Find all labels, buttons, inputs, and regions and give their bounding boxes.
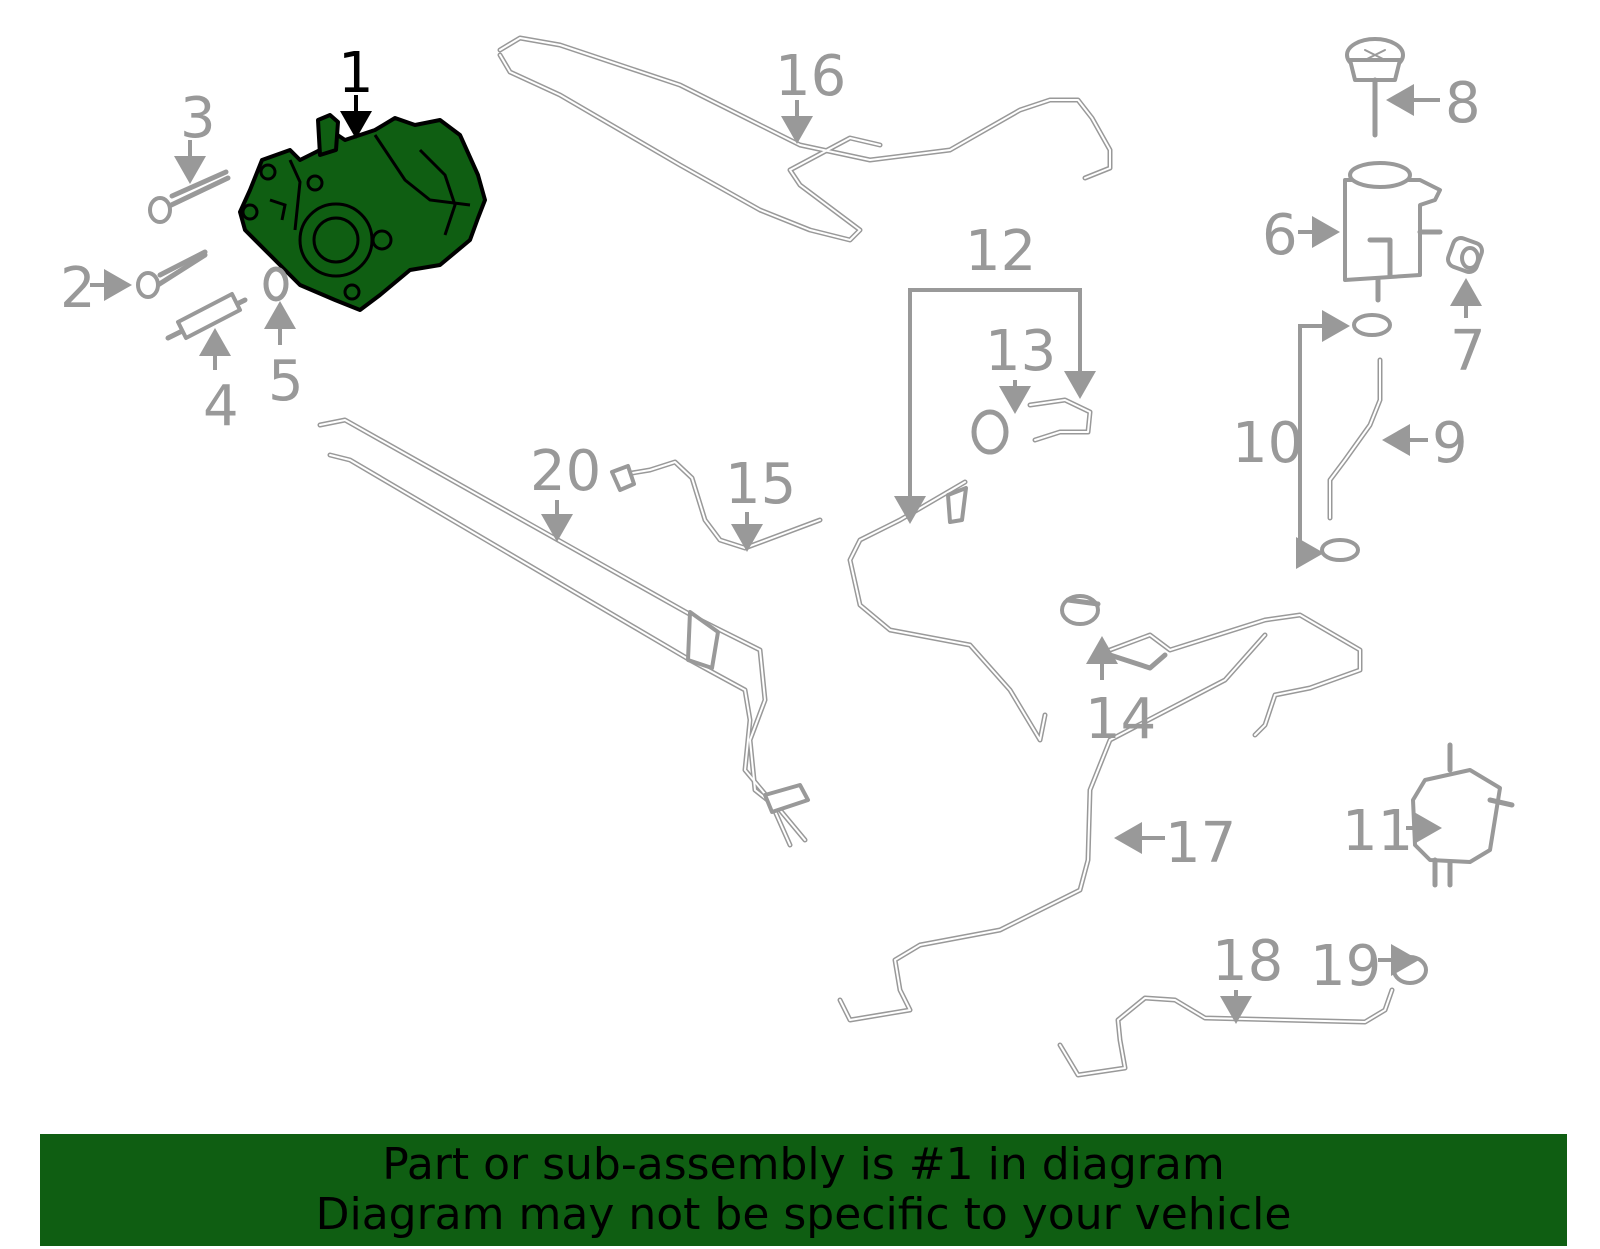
callout-12[interactable]: 12 <box>965 219 1036 284</box>
banner-line-2: Diagram may not be specific to your vehi… <box>315 1189 1292 1240</box>
reservoir-6[interactable] <box>1343 161 1443 303</box>
power-steering-pump[interactable] <box>238 113 487 312</box>
bolt-2[interactable] <box>136 249 208 299</box>
clamp-13[interactable] <box>971 409 1009 455</box>
callout-6[interactable]: 6 <box>1262 203 1298 268</box>
return-line-12[interactable] <box>847 479 1048 743</box>
callout-1[interactable]: 1 <box>338 41 374 106</box>
clamp-14[interactable] <box>1060 594 1101 626</box>
banner-line-1: Part or sub-assembly is #1 in diagram <box>382 1139 1225 1190</box>
callout-8[interactable]: 8 <box>1445 71 1481 136</box>
callout-15[interactable]: 15 <box>725 452 796 517</box>
callout-4[interactable]: 4 <box>203 374 239 439</box>
hose-18[interactable] <box>1057 987 1395 1078</box>
fitting-4[interactable] <box>165 292 248 341</box>
clamp-10-upper[interactable] <box>1352 313 1392 337</box>
bushing-7[interactable] <box>1446 236 1484 274</box>
reservoir-cap-8[interactable] <box>1345 37 1405 138</box>
hose-9[interactable] <box>1327 357 1383 521</box>
callout-14[interactable]: 14 <box>1085 687 1156 752</box>
callout-arrows <box>90 84 1482 1024</box>
callout-3[interactable]: 3 <box>180 86 216 151</box>
cooler-line-20[interactable] <box>317 417 810 848</box>
callout-10[interactable]: 10 <box>1232 411 1303 476</box>
callout-11[interactable]: 11 <box>1342 799 1413 864</box>
o-ring-5[interactable] <box>263 266 289 302</box>
info-banner: Part or sub-assembly is #1 in diagram Di… <box>40 1134 1567 1246</box>
callout-17[interactable]: 17 <box>1165 811 1236 876</box>
callout-7[interactable]: 7 <box>1450 319 1486 384</box>
supply-line-17[interactable] <box>837 612 1363 1023</box>
callout-2[interactable]: 2 <box>60 256 96 321</box>
callout-9[interactable]: 9 <box>1432 411 1468 476</box>
callout-19[interactable]: 19 <box>1310 934 1381 999</box>
clamp-10-lower[interactable] <box>1320 538 1360 562</box>
callout-labels: 1 2 3 4 5 6 7 8 9 10 11 12 13 14 15 16 1… <box>60 41 1486 999</box>
hose-12-piece[interactable] <box>1027 397 1093 443</box>
callout-18[interactable]: 18 <box>1212 929 1283 994</box>
pressure-line-16[interactable] <box>497 35 1113 243</box>
callout-13[interactable]: 13 <box>985 319 1056 384</box>
callout-20[interactable]: 20 <box>530 439 601 504</box>
bolt-3[interactable] <box>148 169 231 224</box>
callout-16[interactable]: 16 <box>775 44 846 109</box>
callout-5[interactable]: 5 <box>268 349 304 414</box>
filter-11[interactable] <box>1411 742 1515 888</box>
